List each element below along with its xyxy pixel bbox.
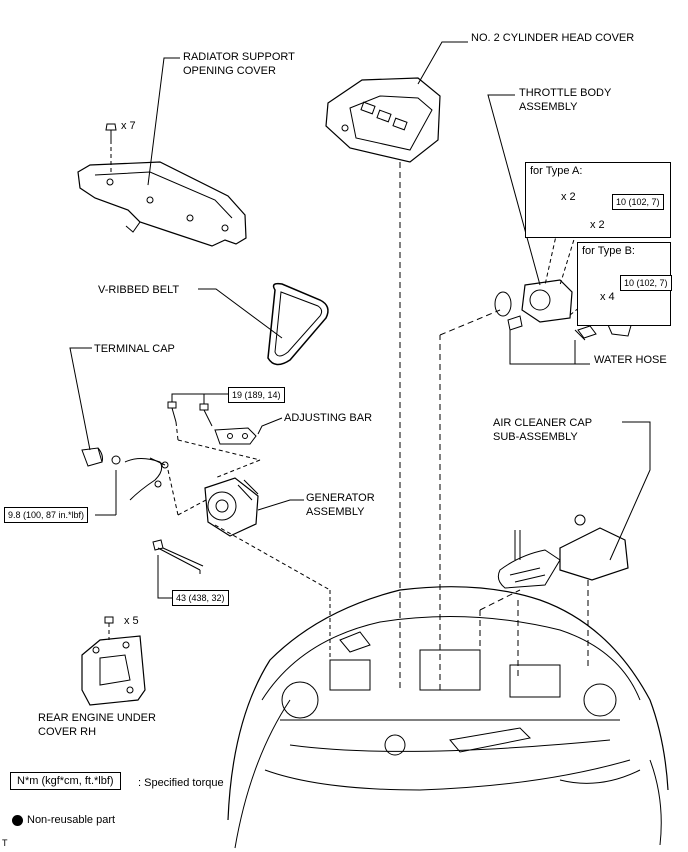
- x4-qty: x 4: [600, 291, 615, 303]
- legend-unit-box: N*m (kgf*cm, ft.*lbf): [10, 772, 121, 790]
- adjusting-bar-shape: [214, 427, 257, 445]
- x5-qty: x 5: [124, 615, 139, 627]
- generator-shape: [204, 477, 259, 537]
- radiator-cover-label-line2: OPENING COVER: [183, 65, 276, 77]
- x2b-qty: x 2: [590, 219, 605, 231]
- water-hose-label: WATER HOSE: [594, 354, 667, 366]
- type-b-label: for Type B:: [582, 245, 635, 257]
- rear-cover-label-line1: REAR ENGINE UNDER: [38, 712, 156, 724]
- terminal-cap-shape: [81, 447, 103, 467]
- x7-qty: x 7: [121, 120, 136, 132]
- generator-label-line1: GENERATOR: [306, 492, 375, 504]
- torque-terminal: 9.8 (100, 87 in.*lbf): [4, 507, 89, 523]
- throttle-body-label-line2: ASSEMBLY: [519, 101, 578, 113]
- terminal-cap-label: TERMINAL CAP: [94, 343, 175, 355]
- cyl-head-cover-label: NO. 2 CYLINDER HEAD COVER: [471, 32, 635, 44]
- rear-cover-label-line2: COVER RH: [38, 726, 97, 738]
- legend-specified-torque: : Specified torque: [138, 777, 224, 789]
- v-ribbed-belt-shape: [267, 282, 329, 366]
- torque-adjusting: 19 (189, 14): [228, 387, 285, 403]
- throttle-body-shape: [494, 279, 633, 341]
- legend-non-reusable: Non-reusable part: [27, 814, 116, 826]
- cylinder-head-cover-shape: [325, 77, 441, 163]
- torque-type-b: 10 (102, 7): [620, 275, 672, 291]
- throttle-body-label-line1: THROTTLE BODY: [519, 87, 612, 99]
- air-cleaner-shape: [497, 514, 629, 589]
- torque-type-a: 10 (102, 7): [612, 194, 664, 210]
- radiator-support-cover-shape: [77, 161, 247, 247]
- torque-generator-bolt: 43 (438, 32): [172, 590, 229, 606]
- adjusting-bar-label: ADJUSTING BAR: [284, 412, 373, 424]
- non-reusable-dot-icon: [12, 815, 23, 826]
- radiator-cover-label-line1: RADIATOR SUPPORT: [183, 51, 295, 63]
- generator-label-line2: ASSEMBLY: [306, 506, 365, 518]
- corner-mark: T: [2, 838, 8, 848]
- type-a-label: for Type A:: [530, 165, 583, 177]
- air-cleaner-label-line2: SUB-ASSEMBLY: [493, 431, 578, 443]
- v-belt-label: V-RIBBED BELT: [98, 284, 180, 296]
- engine-compartment-shape: [227, 586, 669, 849]
- bolt-x7-shape: [105, 123, 117, 140]
- air-cleaner-label-line1: AIR CLEANER CAP: [493, 417, 593, 429]
- rear-engine-cover-shape: [81, 635, 146, 706]
- x2a-qty: x 2: [561, 191, 576, 203]
